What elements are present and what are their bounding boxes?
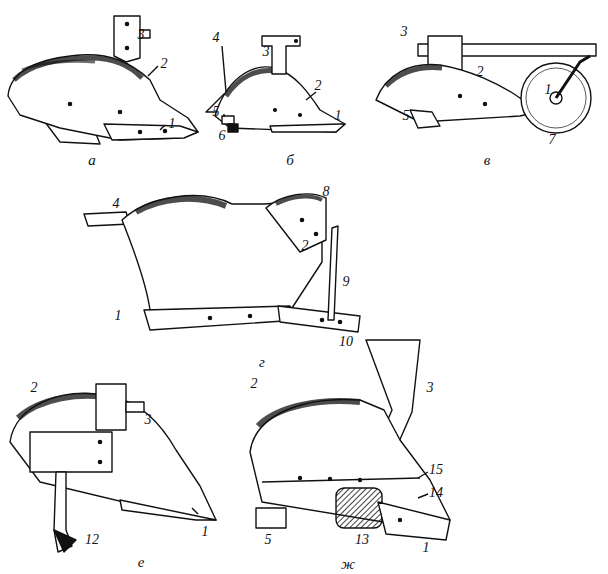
figure-letter: в [484, 153, 491, 168]
callout-number: 2 [161, 57, 168, 71]
callout-number: 1 [423, 541, 430, 555]
figure-letter: б [286, 153, 294, 168]
callout-number: 5 [213, 105, 220, 119]
plough-body-a [8, 16, 198, 144]
callout-number: 14 [429, 486, 443, 500]
figure-letter: ж [341, 557, 355, 572]
callout-number: 1 [335, 109, 342, 123]
callout-number: 6 [219, 129, 226, 143]
callout-number: 5 [265, 533, 272, 547]
plough-body-b [206, 36, 345, 132]
callout-number: 2 [251, 377, 258, 391]
callout-number: 12 [85, 533, 99, 547]
callout-number: 1 [202, 525, 209, 539]
callout-number: 2 [477, 65, 484, 79]
callout-number: 4 [213, 31, 220, 45]
callout-number: 2 [31, 381, 38, 395]
callout-number: 1 [545, 83, 552, 97]
plough-body-zh [250, 340, 450, 540]
callout-number: 8 [323, 185, 330, 199]
callout-number: 3 [138, 28, 145, 42]
plough-body-e [10, 384, 216, 552]
callout-number: 13 [355, 533, 369, 547]
figure-letter: е [138, 555, 145, 570]
callout-number: 3 [145, 413, 152, 427]
figure-letter: а [88, 153, 96, 168]
callout-number: 1 [115, 309, 122, 323]
callout-number: 10 [339, 335, 353, 349]
callout-number: 9 [343, 275, 350, 289]
plough-body-g [84, 194, 360, 332]
callout-number: 7 [549, 133, 556, 147]
callout-number: 15 [429, 463, 443, 477]
callout-number: 3 [401, 25, 408, 39]
callout-number: 2 [302, 239, 309, 253]
callout-number: 3 [263, 45, 270, 59]
callout-number: 5 [403, 109, 410, 123]
callout-number: 3 [427, 381, 434, 395]
callout-number: 2 [315, 79, 322, 93]
plough-body-v [376, 36, 596, 133]
callout-number: 4 [113, 197, 120, 211]
callout-number: 1 [169, 117, 176, 131]
figure-letter: г [259, 355, 265, 370]
